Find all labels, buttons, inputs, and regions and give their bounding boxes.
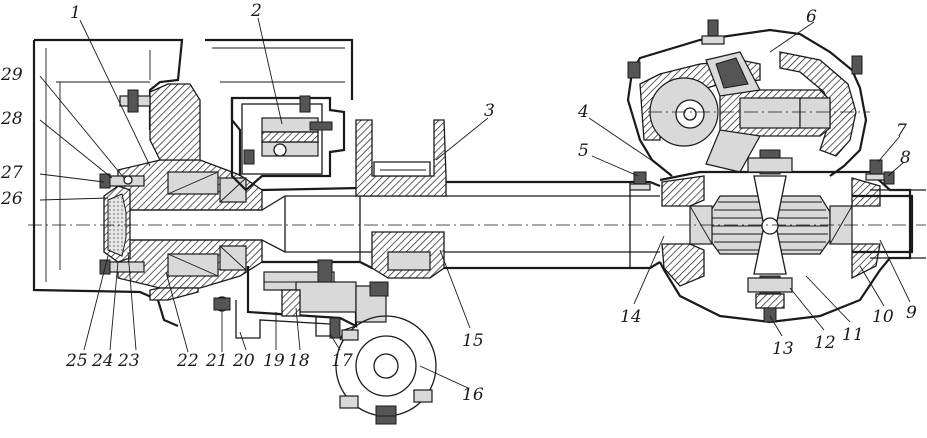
callout-18: 18 <box>288 351 310 371</box>
callout-13: 13 <box>772 339 794 359</box>
callout-3: 3 <box>484 101 495 121</box>
callout-25: 25 <box>65 351 88 371</box>
differential <box>629 149 926 324</box>
callout-7: 7 <box>896 121 907 141</box>
callout-24: 24 <box>91 351 114 371</box>
callout-19: 19 <box>263 351 285 371</box>
callout-21: 21 <box>205 351 228 371</box>
callout-17: 17 <box>331 351 353 371</box>
callout-8: 8 <box>900 148 911 168</box>
callout-22: 22 <box>176 351 199 371</box>
drive-shaft-flange <box>335 315 437 425</box>
callout-23: 23 <box>117 351 140 371</box>
callout-1: 1 <box>70 3 81 23</box>
callout-11: 11 <box>842 325 864 345</box>
callout-28: 28 <box>0 109 23 129</box>
callout-labels: 1 2 3 4 5 6 7 8 9 10 11 12 13 14 15 16 1… <box>0 1 917 405</box>
callout-15: 15 <box>462 331 484 351</box>
callout-14: 14 <box>620 307 642 327</box>
main-gear-housing <box>626 19 870 177</box>
leader-lines <box>39 17 911 389</box>
callout-2: 2 <box>250 1 262 21</box>
callout-20: 20 <box>232 351 255 371</box>
callout-27: 27 <box>0 163 23 183</box>
brake-assembly <box>213 259 389 339</box>
callout-26: 26 <box>0 189 23 209</box>
callout-29: 29 <box>0 65 23 85</box>
final-drive-gear <box>230 95 346 192</box>
callout-12: 12 <box>814 333 836 353</box>
callout-4: 4 <box>577 102 589 122</box>
callout-5: 5 <box>578 141 589 161</box>
callout-9: 9 <box>906 303 917 323</box>
wheel-hub <box>99 83 263 301</box>
callout-6: 6 <box>806 7 817 27</box>
axle-housing <box>130 119 661 279</box>
callout-10: 10 <box>872 307 894 327</box>
callout-16: 16 <box>462 385 484 405</box>
